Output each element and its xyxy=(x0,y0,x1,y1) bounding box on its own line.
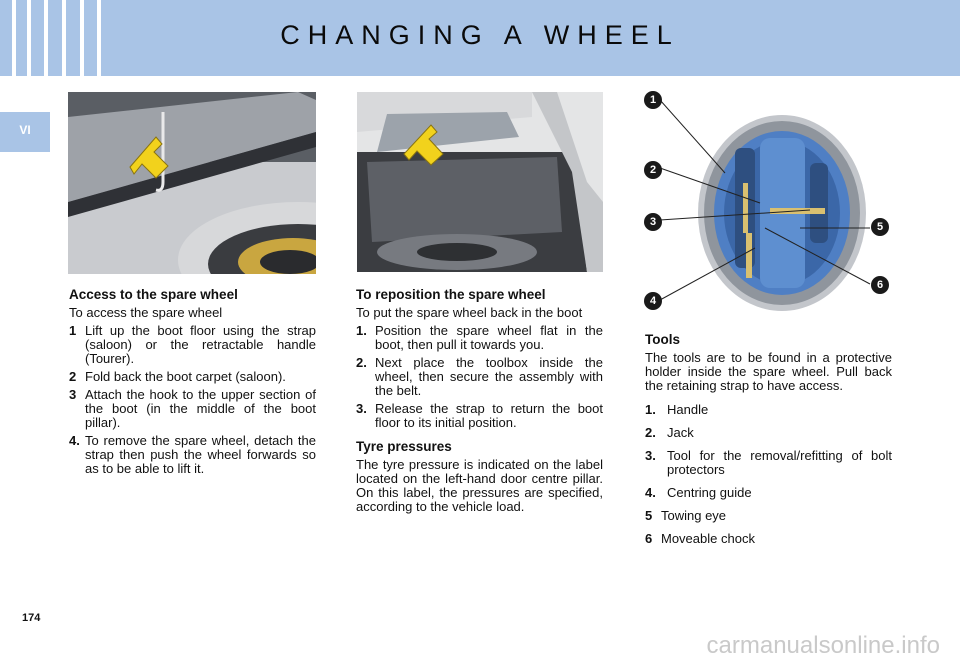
yellow-arrow-icon xyxy=(129,136,169,179)
photo-open-boot xyxy=(357,92,603,272)
callout-4: 4 xyxy=(644,292,662,310)
heading-access: Access to the spare wheel xyxy=(69,287,238,302)
header-stripes xyxy=(0,0,108,76)
heading-reposition: To reposition the spare wheel xyxy=(356,287,546,302)
list-item: 1.Handle xyxy=(645,402,709,417)
tools-list: 1.Handle 2.Jack 3.Tool for the removal/r… xyxy=(645,403,892,546)
callout-1: 1 xyxy=(644,91,662,109)
page-title: CHANGING A WHEEL xyxy=(280,20,680,50)
callout-6: 6 xyxy=(871,276,889,294)
heading-tools: Tools xyxy=(645,332,680,347)
page-header: CHANGING A WHEEL xyxy=(0,0,960,76)
page-number: 174 xyxy=(22,612,41,624)
reposition-steps: 1.Position the spare wheel flat in the b… xyxy=(356,324,603,430)
section-tab: VI xyxy=(0,112,50,152)
watermark: carmanualsonline.info xyxy=(706,632,940,659)
callout-5: 5 xyxy=(871,218,889,236)
list-item: 3.Release the strap to return the boot f… xyxy=(356,401,603,430)
heading-tyre-pressures: Tyre pressures xyxy=(356,439,452,454)
section-tools: Tools The tools are to be found in a pro… xyxy=(645,333,892,555)
callout-3: 3 xyxy=(644,213,662,231)
photo-boot-floor xyxy=(68,92,316,274)
list-item: 3.Tool for the removal/refitting of bolt… xyxy=(645,448,892,477)
section-reposition-spare-wheel: To reposition the spare wheel To put the… xyxy=(356,288,603,518)
list-item: 4.Centring guide xyxy=(645,485,752,500)
callout-2: 2 xyxy=(644,161,662,179)
tyre-pressures-text: The tyre pressure is indicated on the la… xyxy=(356,457,603,514)
intro-tools: The tools are to be found in a protectiv… xyxy=(645,350,892,393)
yellow-arrow-icon xyxy=(403,124,444,166)
section-access-spare-wheel: Access to the spare wheel To access the … xyxy=(69,288,316,480)
list-item: 2.Jack xyxy=(645,425,694,440)
photo-spare-wheel-tools: 1 2 3 4 5 6 xyxy=(640,88,900,313)
intro-reposition: To put the spare wheel back in the boot xyxy=(356,305,583,320)
intro-access: To access the spare wheel xyxy=(69,305,223,320)
list-item: 1.Position the spare wheel flat in the b… xyxy=(356,323,603,352)
list-item: 2.Next place the toolbox inside the whee… xyxy=(356,355,603,398)
list-item: 4.To remove the spare wheel, detach the … xyxy=(69,433,316,476)
